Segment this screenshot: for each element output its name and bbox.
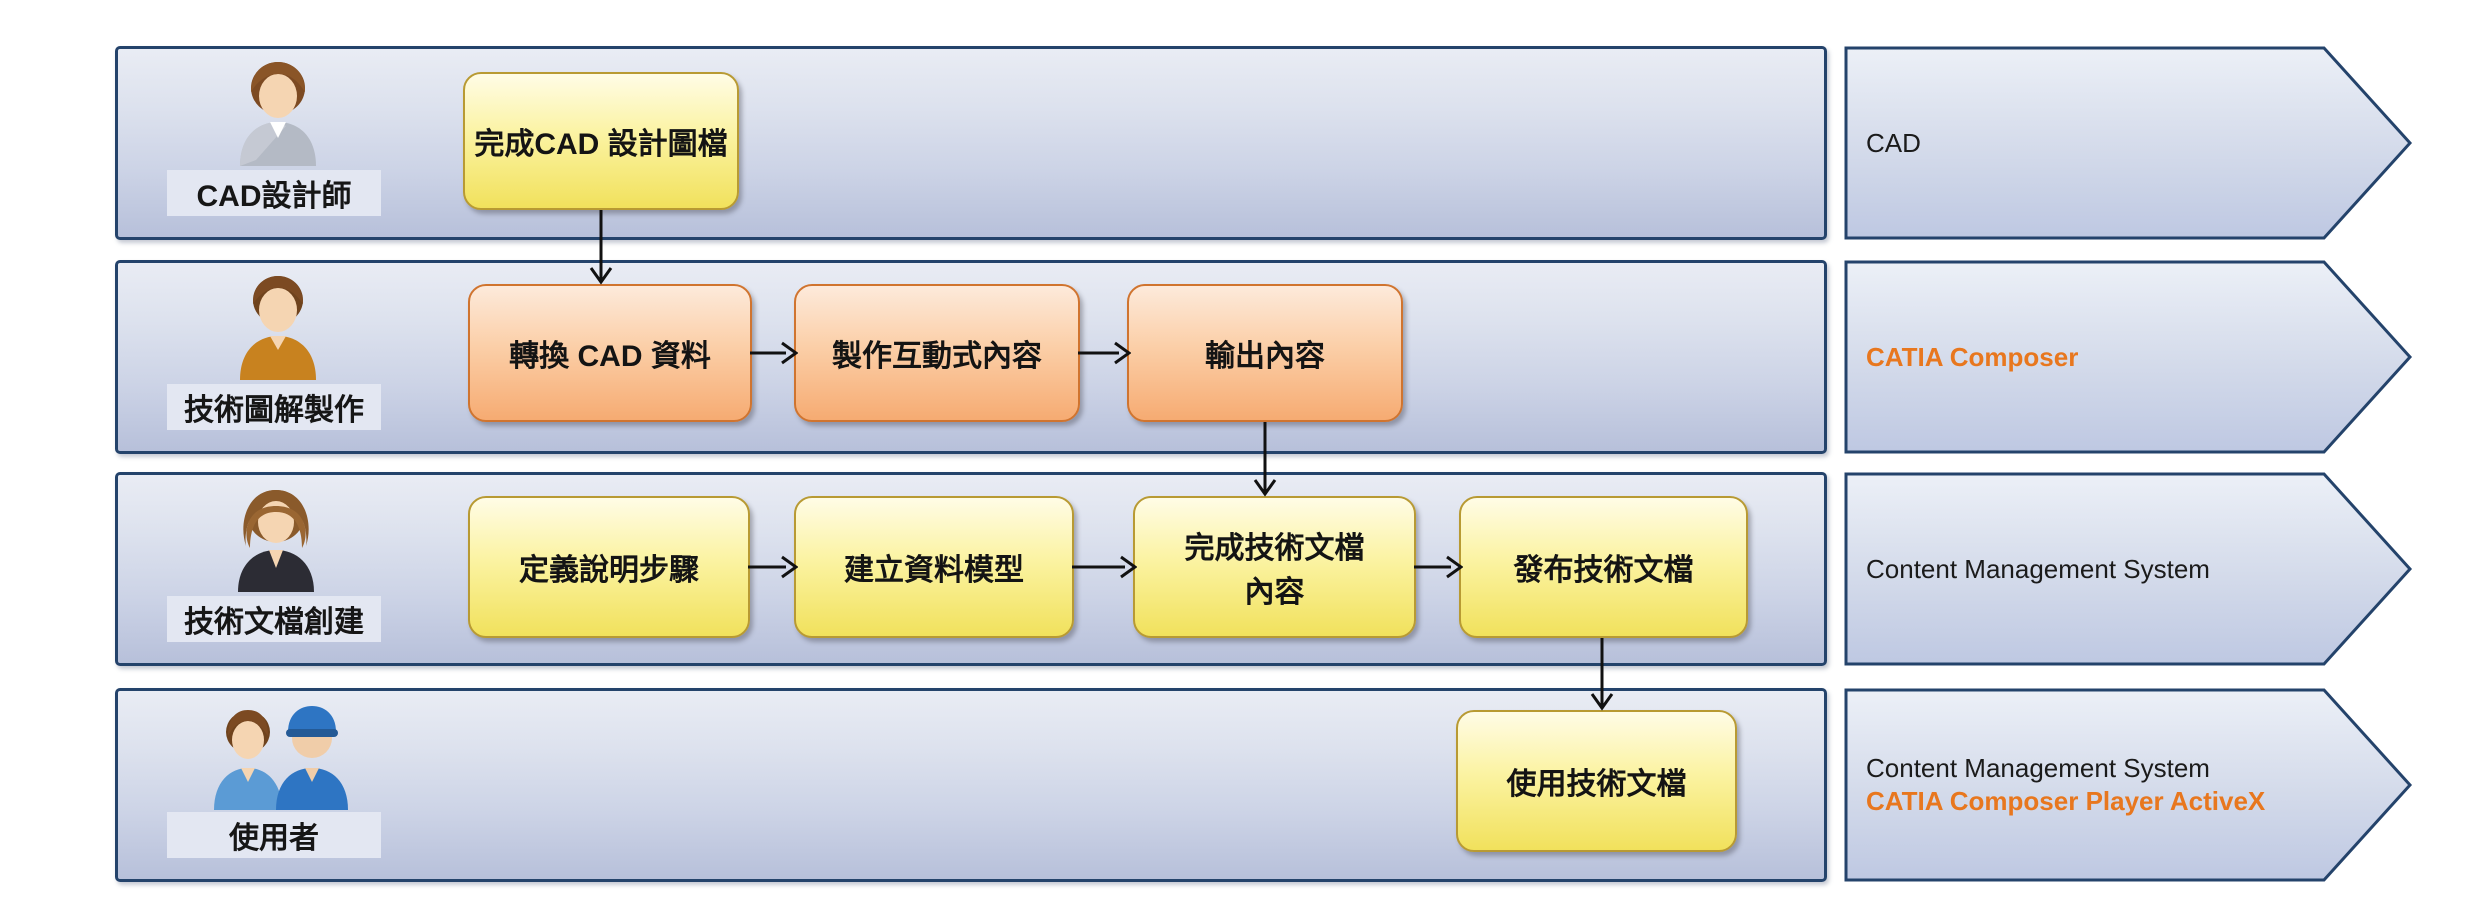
process-box-output-content: 輸出內容 <box>1127 284 1403 422</box>
role-label-technical-illustrator: 技術圖解製作 <box>167 384 381 430</box>
role-label-cad-designer: CAD設計師 <box>167 170 381 216</box>
doc-author-avatar-icon <box>238 490 314 592</box>
process-box-complete-cad-drawing: 完成CAD 設計圖檔 <box>463 72 739 210</box>
flow-arrow-right-icon <box>1078 341 1131 365</box>
cad-designer-avatar-icon <box>240 62 316 166</box>
flow-arrow-down-icon <box>1590 638 1614 711</box>
system-line: Content Management System <box>1866 753 2210 783</box>
flow-arrow-down-icon <box>589 210 613 285</box>
technical-illustrator-avatar-icon <box>240 276 316 380</box>
system-label-row1: CAD <box>1866 46 2296 240</box>
process-box-create-interactive-content: 製作互動式內容 <box>794 284 1080 422</box>
system-line: CATIA Composer <box>1866 341 2079 372</box>
process-box-use-doc: 使用技術文檔 <box>1456 710 1737 852</box>
flow-arrow-right-icon <box>1072 555 1137 579</box>
system-label-row2: CATIA Composer <box>1866 260 2296 454</box>
flow-arrow-right-icon <box>750 341 798 365</box>
system-arrow-panel-catia-composer <box>1844 260 2413 454</box>
lane-cad-designer <box>115 46 1827 240</box>
system-label-row4: Content Management System CATIA Composer… <box>1866 688 2296 882</box>
process-box-convert-cad-data: 轉換 CAD 資料 <box>468 284 752 422</box>
process-box-complete-doc-content: 完成技術文檔內容 <box>1133 496 1416 638</box>
system-arrow-panel-cms <box>1844 472 2413 666</box>
system-line: Content Management System <box>1866 553 2210 584</box>
process-box-define-steps: 定義說明步驟 <box>468 496 750 638</box>
process-box-publish-doc: 發布技術文檔 <box>1459 496 1748 638</box>
system-arrow-panel-cms-activex <box>1844 688 2413 882</box>
flow-arrow-right-icon <box>748 555 798 579</box>
flow-arrow-right-icon <box>1414 555 1463 579</box>
system-arrow-panel-cad <box>1844 46 2413 240</box>
system-label-row3: Content Management System <box>1866 472 2296 666</box>
role-label-end-users: 使用者 <box>167 812 381 858</box>
flow-arrow-down-icon <box>1253 422 1277 497</box>
system-line: CAD <box>1866 127 1921 158</box>
end-users-avatar-icon <box>214 706 348 810</box>
process-box-build-data-model: 建立資料模型 <box>794 496 1074 638</box>
system-line: CATIA Composer Player ActiveX <box>1866 786 2266 816</box>
role-label-doc-author: 技術文檔創建 <box>167 596 381 642</box>
